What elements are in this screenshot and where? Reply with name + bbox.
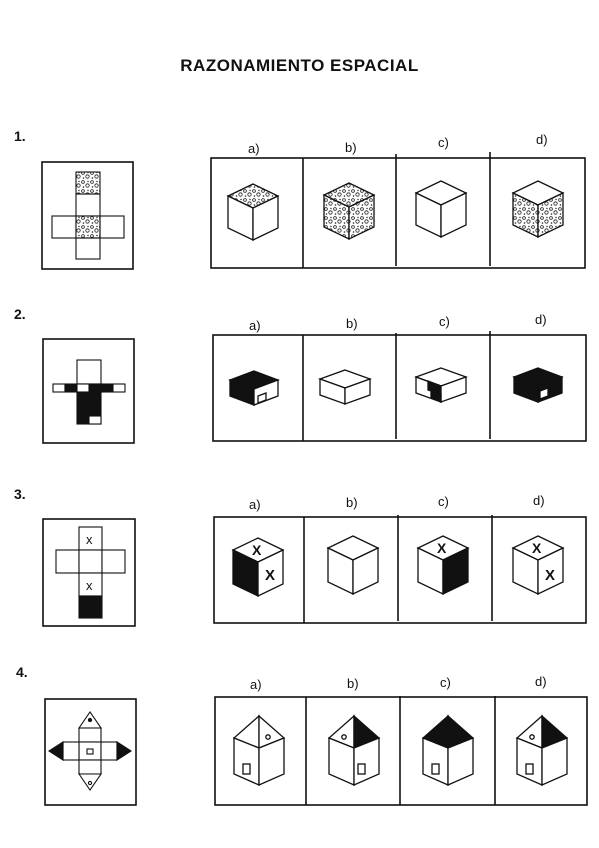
q2-prism-net: [52, 359, 126, 425]
q2-net-box: [42, 338, 135, 444]
q1-option-d-label[interactable]: d): [536, 132, 548, 147]
q4-option-a-house: [232, 714, 286, 786]
q1-options-frame: [210, 152, 586, 269]
q3-option-d-label[interactable]: d): [533, 493, 545, 508]
q3-option-d-cube: [511, 535, 565, 596]
q2-option-d-label[interactable]: d): [535, 312, 547, 327]
q3-options-frame: [213, 515, 587, 624]
q2-option-a-label[interactable]: a): [249, 318, 261, 333]
q3-a-top-x-mark: X: [252, 542, 262, 558]
q1-option-c-label[interactable]: c): [438, 135, 449, 150]
q3-option-c-cube: [416, 535, 470, 596]
q2-option-c-prism: [414, 367, 468, 403]
q4-house-net: [47, 711, 133, 791]
q3-d-side-x-mark: X: [545, 567, 555, 584]
q1-option-a-label[interactable]: a): [248, 141, 260, 156]
q2-options-frame: [212, 331, 587, 442]
question-number-3: 3.: [14, 486, 26, 502]
q4-option-b-label[interactable]: b): [347, 676, 359, 691]
q2-option-d-prism: [512, 367, 564, 403]
q4-options-frame: [214, 696, 588, 806]
question-number-1: 1.: [14, 128, 26, 144]
question-number-2: 2.: [14, 306, 26, 322]
q1-option-a-cube: [226, 183, 280, 242]
q4-option-c-house: [421, 714, 475, 786]
q3-net-bottom-x-mark: x: [86, 578, 93, 593]
q4-net-box: [44, 698, 137, 806]
q4-option-d-house: [515, 714, 569, 786]
q3-d-top-x-mark: X: [532, 540, 542, 556]
q2-option-a-prism: [228, 370, 280, 406]
q3-cube-net: [55, 526, 126, 619]
q1-cube-net: [51, 171, 125, 260]
q1-option-c-cube: [414, 180, 468, 239]
q4-option-d-label[interactable]: d): [535, 674, 547, 689]
q2-option-c-label[interactable]: c): [439, 314, 450, 329]
q1-option-b-label[interactable]: b): [345, 140, 357, 155]
q3-net-box: [42, 518, 136, 627]
q3-option-b-label[interactable]: b): [346, 495, 358, 510]
q2-option-b-label[interactable]: b): [346, 316, 358, 331]
q3-option-a-cube: [231, 537, 285, 598]
q3-a-side-x-mark: X: [265, 567, 275, 584]
q3-c-top-x-mark: X: [437, 540, 447, 556]
q3-option-a-label[interactable]: a): [249, 497, 261, 512]
q2-option-b-prism: [318, 369, 372, 405]
q1-option-b-cube: [322, 182, 376, 241]
q3-option-b-cube: [326, 535, 380, 596]
page-title: RAZONAMIENTO ESPACIAL: [180, 56, 419, 75]
q4-option-a-label[interactable]: a): [250, 677, 262, 692]
q1-net-box: [41, 161, 134, 270]
q4-option-b-house: [327, 714, 381, 786]
question-number-4: 4.: [16, 664, 28, 680]
q4-option-c-label[interactable]: c): [440, 675, 451, 690]
q3-net-top-x-mark: x: [86, 532, 93, 547]
q3-option-c-label[interactable]: c): [438, 494, 449, 509]
q1-option-d-cube: [511, 180, 565, 239]
